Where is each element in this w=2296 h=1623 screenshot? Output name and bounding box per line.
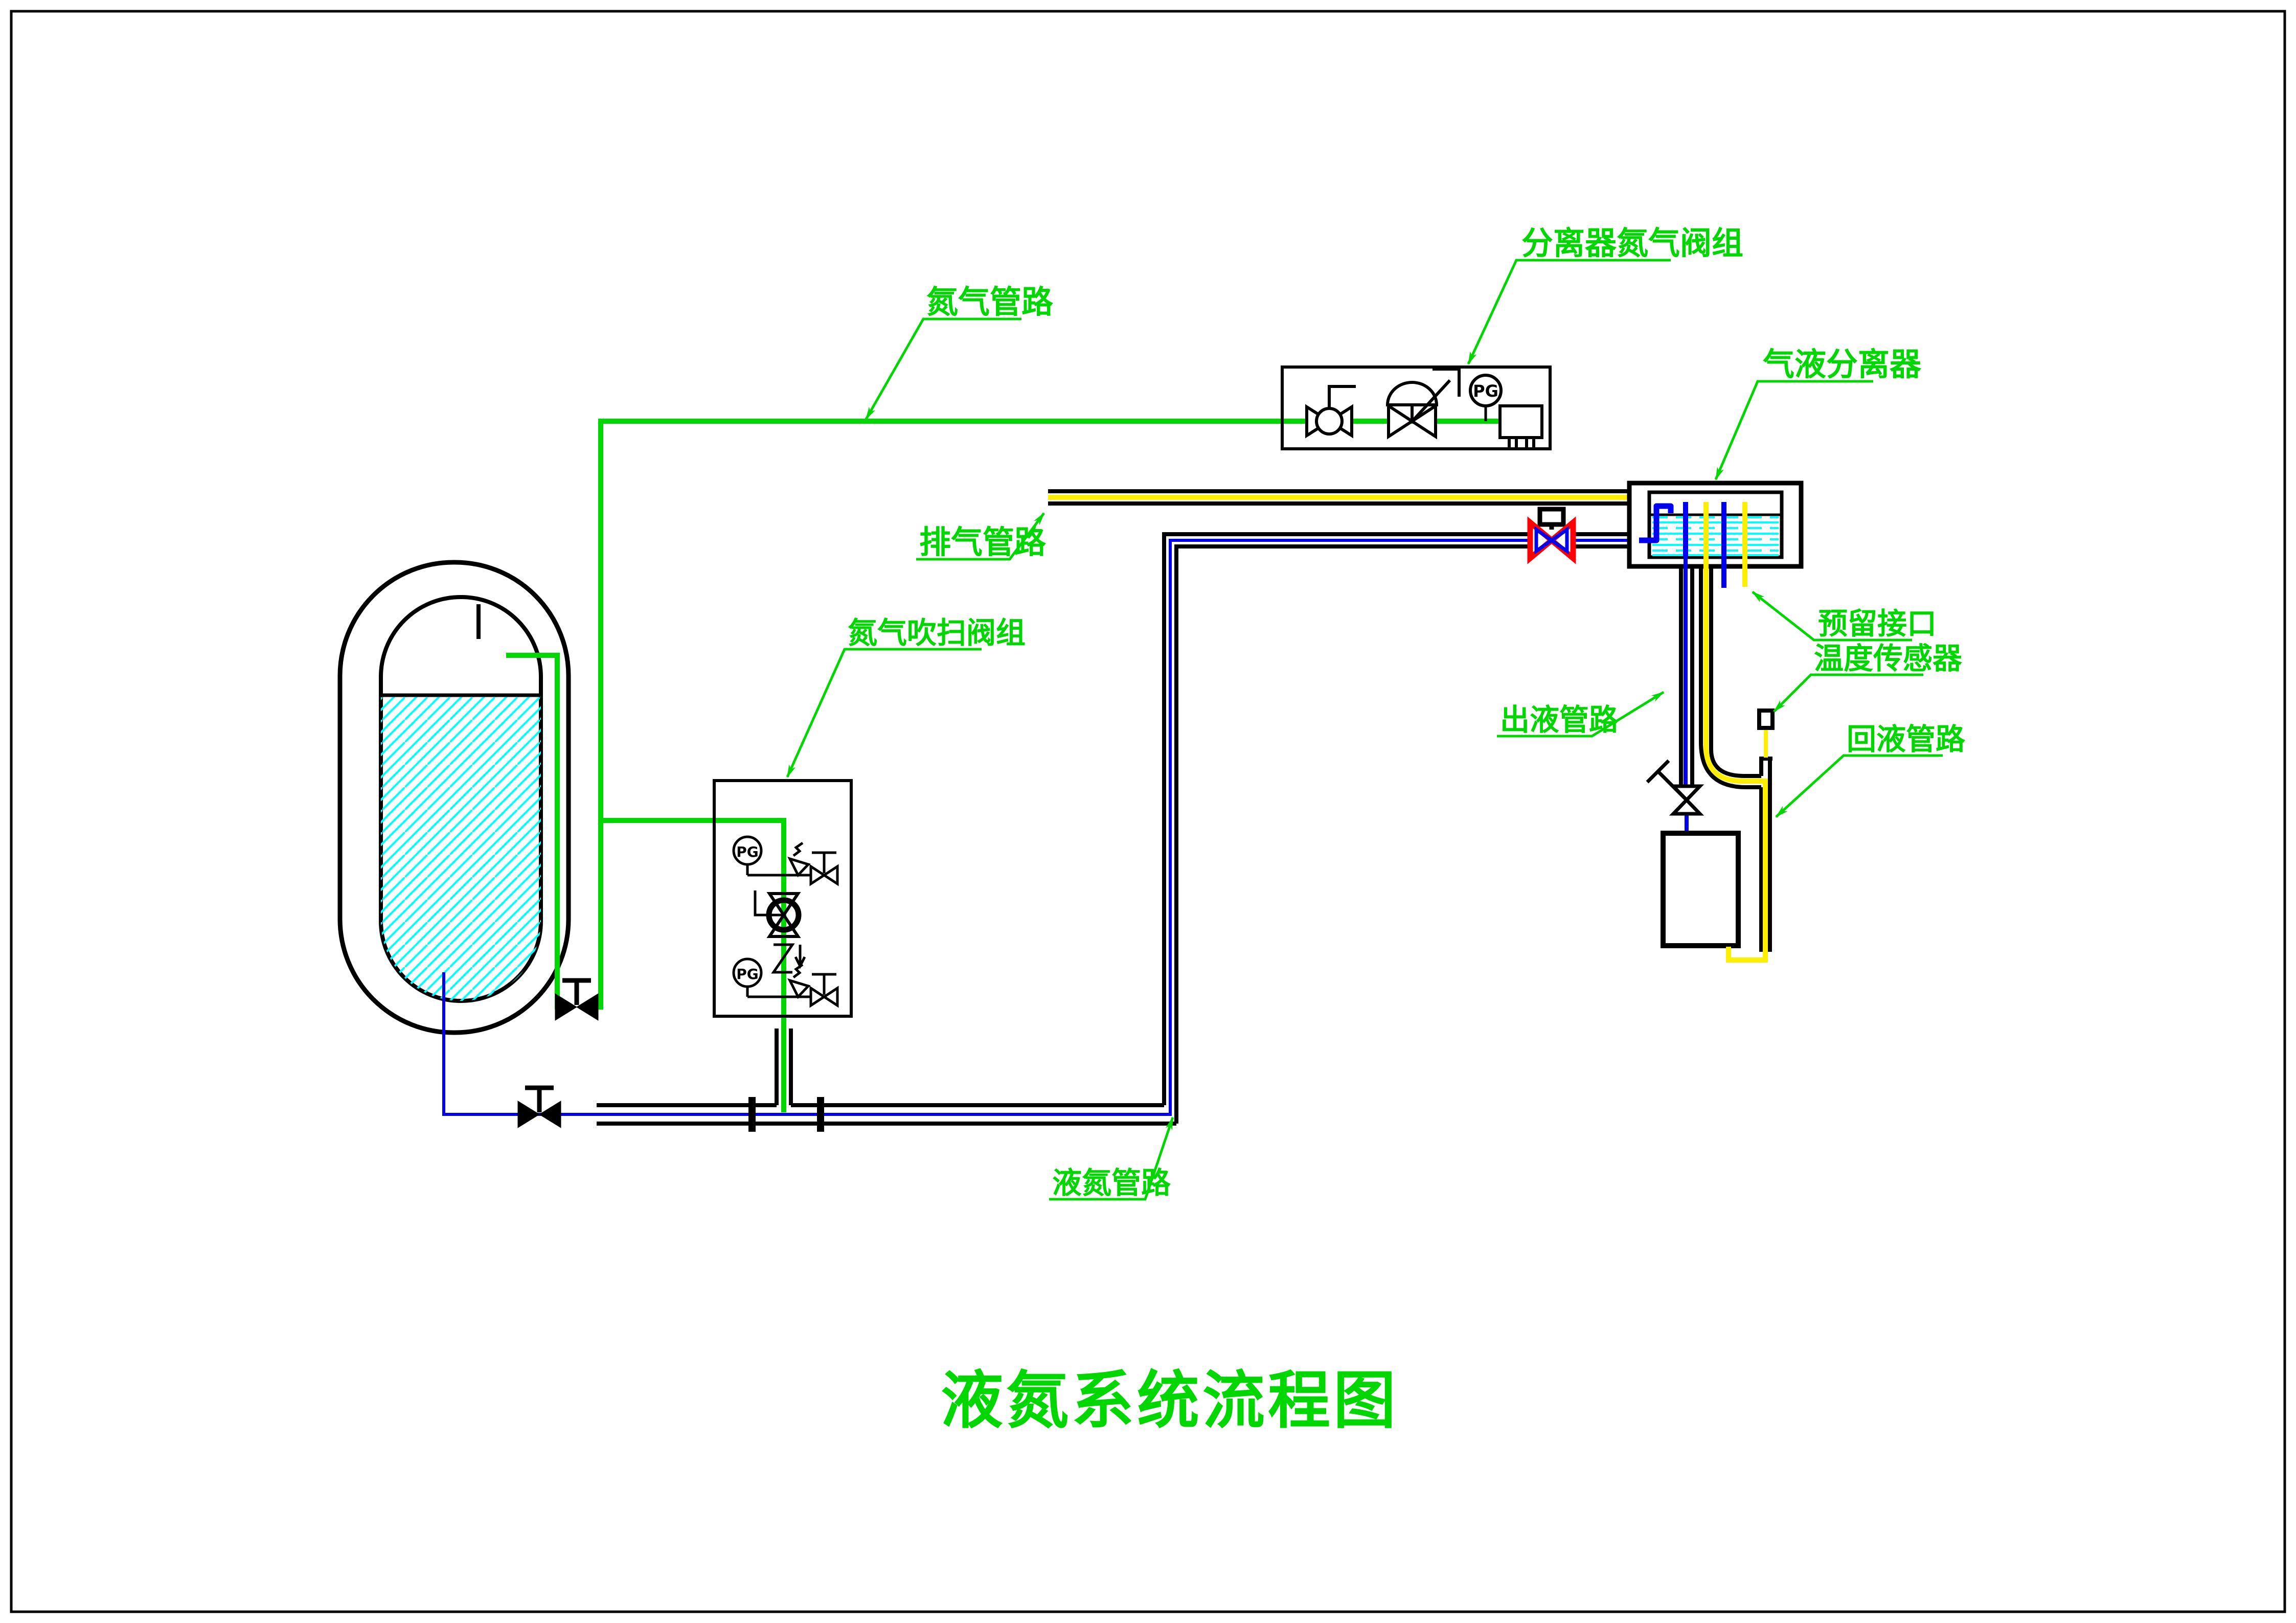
label-nitrogen-line: 氮气管路: [926, 283, 1054, 321]
tank-liquid-fill: [381, 694, 541, 1001]
purge-restrictor: [771, 943, 806, 974]
ln2-main-piping: [442, 532, 1639, 1132]
label-liquid-nitrogen-line: 液氮管路: [1052, 1165, 1171, 1200]
separator-inlet-hook: [1639, 503, 1674, 543]
label-separator-valve-group: 分离器氮气阀组: [1521, 224, 1743, 262]
purge-branch-top: [732, 835, 839, 886]
annotations: [786, 259, 1943, 1201]
n2-purge-valve-group-box: PG PG: [713, 779, 853, 1018]
leader-liquid-nitrogen-line: [1049, 1116, 1174, 1201]
tank-liquid-valve: [517, 1085, 561, 1128]
leader-liquid-out-line: [1497, 691, 1665, 738]
exhaust-pipe: [1048, 489, 1662, 506]
globe-valve: [1305, 385, 1356, 439]
leader-separator-valve-group: [1467, 259, 1671, 365]
tank-gas-valve: [555, 978, 599, 1021]
label-exhaust-line: 排气管路: [919, 523, 1047, 561]
ln2-storage-tank: [337, 560, 571, 1035]
separator-liquid: [1652, 516, 1779, 556]
label-temperature-sensor: 温度传感器: [1814, 641, 1963, 676]
label-liquid-return-line: 回液管路: [1847, 722, 1966, 757]
liquid-out-valve: [1646, 759, 1704, 816]
red-shutoff-valve: [1527, 507, 1576, 564]
pg-label-purge-top: PG: [736, 843, 759, 860]
use-point-box: [1661, 831, 1741, 948]
temperature-sensor: [1757, 708, 1775, 730]
pressure-gauge-top: PG: [1469, 374, 1503, 421]
sheet-border: [10, 10, 2286, 1613]
manifold-block: [1498, 404, 1543, 449]
pressure-regulator-valve: [1385, 368, 1461, 440]
drawing-title: 液氮系统流程图: [941, 1364, 1399, 1437]
label-liquid-out-line: 出液管路: [1500, 702, 1619, 737]
label-reserved-port: 预留接口: [1818, 606, 1937, 641]
leader-nitrogen-line: [865, 317, 1021, 420]
leader-gas-liquid-separator: [1714, 380, 1873, 481]
gas-liquid-separator: [1627, 481, 1804, 588]
tank-outer-shell: [337, 560, 571, 1035]
pg-label-top: PG: [1473, 381, 1498, 401]
purge-main-valve: [754, 890, 802, 938]
liquid-out-line: [1646, 557, 1741, 948]
label-purge-valve-group: 氮气吹扫阀组: [848, 615, 1026, 650]
separator-n2-valve-group-box: PG: [1281, 365, 1552, 450]
leader-exhaust-line: [916, 512, 1045, 561]
label-gas-liquid-separator: 气液分离器: [1763, 346, 1922, 383]
pg-label-purge-bottom: PG: [736, 966, 759, 982]
leader-purge-valve-group: [786, 648, 982, 778]
annotation-texts: 氮气管路 分离器氮气阀组 气液分离器 排气管路 预留接口 氮气吹扫阀组 温度传感…: [848, 224, 1966, 1200]
purge-branch-bottom: [732, 957, 839, 1008]
leader-reserved-port: [1752, 591, 1912, 642]
liquid-return-line: [1699, 557, 1775, 963]
leader-liquid-return-line: [1775, 754, 1943, 818]
leader-temperature-sensor: [1773, 673, 1923, 713]
